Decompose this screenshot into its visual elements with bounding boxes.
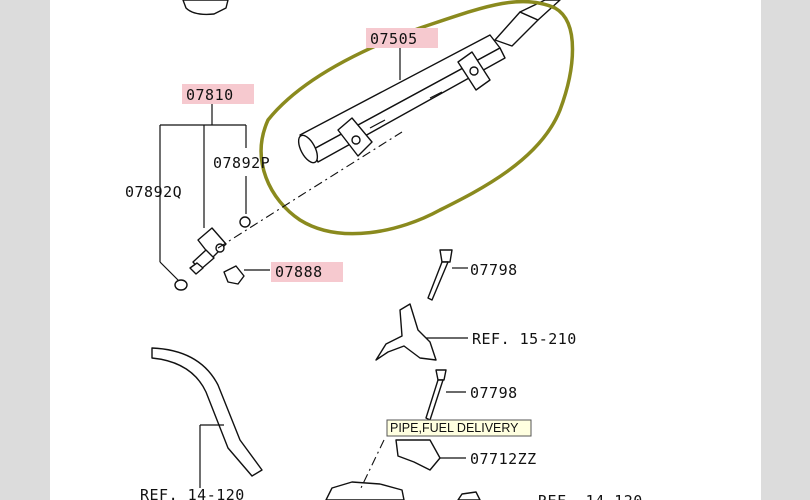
callout-seal-lower[interactable]: 07892Q — [125, 183, 182, 201]
callout-injector-highlight — [182, 84, 254, 104]
callout-hose-ref[interactable]: REF. 14-120 — [140, 486, 245, 500]
o-ring-upper[interactable] — [239, 216, 251, 228]
callout-bracket-ref[interactable]: REF. 15-210 — [472, 330, 577, 348]
bracket[interactable] — [375, 303, 437, 361]
injector-clip[interactable] — [223, 265, 245, 285]
callout-clip-lower[interactable]: 07712ZZ — [470, 450, 537, 468]
callout-bottom-ref[interactable]: REF. 14-120 — [538, 492, 643, 500]
top-partial-part — [182, 0, 229, 16]
right-margin — [761, 0, 810, 500]
fuel-injector[interactable] — [189, 227, 227, 275]
bolt-upper[interactable] — [427, 249, 453, 301]
callout-fuel-rail[interactable]: 07505 — [370, 30, 418, 48]
bolt-lower[interactable] — [425, 369, 447, 421]
tooltip-text: PIPE,FUEL DELIVERY — [390, 421, 519, 435]
bottom-assembly — [325, 439, 481, 500]
o-ring-lower[interactable] — [174, 279, 188, 291]
lower-clip[interactable] — [395, 439, 441, 471]
callout-bolt-lower[interactable]: 07798 — [470, 384, 518, 402]
left-margin — [0, 0, 50, 500]
callout-clip-highlight — [271, 262, 343, 282]
fuel-hose[interactable] — [151, 347, 263, 477]
callout-clip[interactable]: 07888 — [275, 263, 323, 281]
part-tooltip: PIPE,FUEL DELIVERY — [386, 419, 532, 437]
callout-seal-upper[interactable]: 07892P — [213, 154, 270, 172]
callout-fuel-rail-highlight — [366, 28, 438, 48]
callout-bolt-upper[interactable]: 07798 — [470, 261, 518, 279]
callout-injector[interactable]: 07810 — [186, 86, 234, 104]
